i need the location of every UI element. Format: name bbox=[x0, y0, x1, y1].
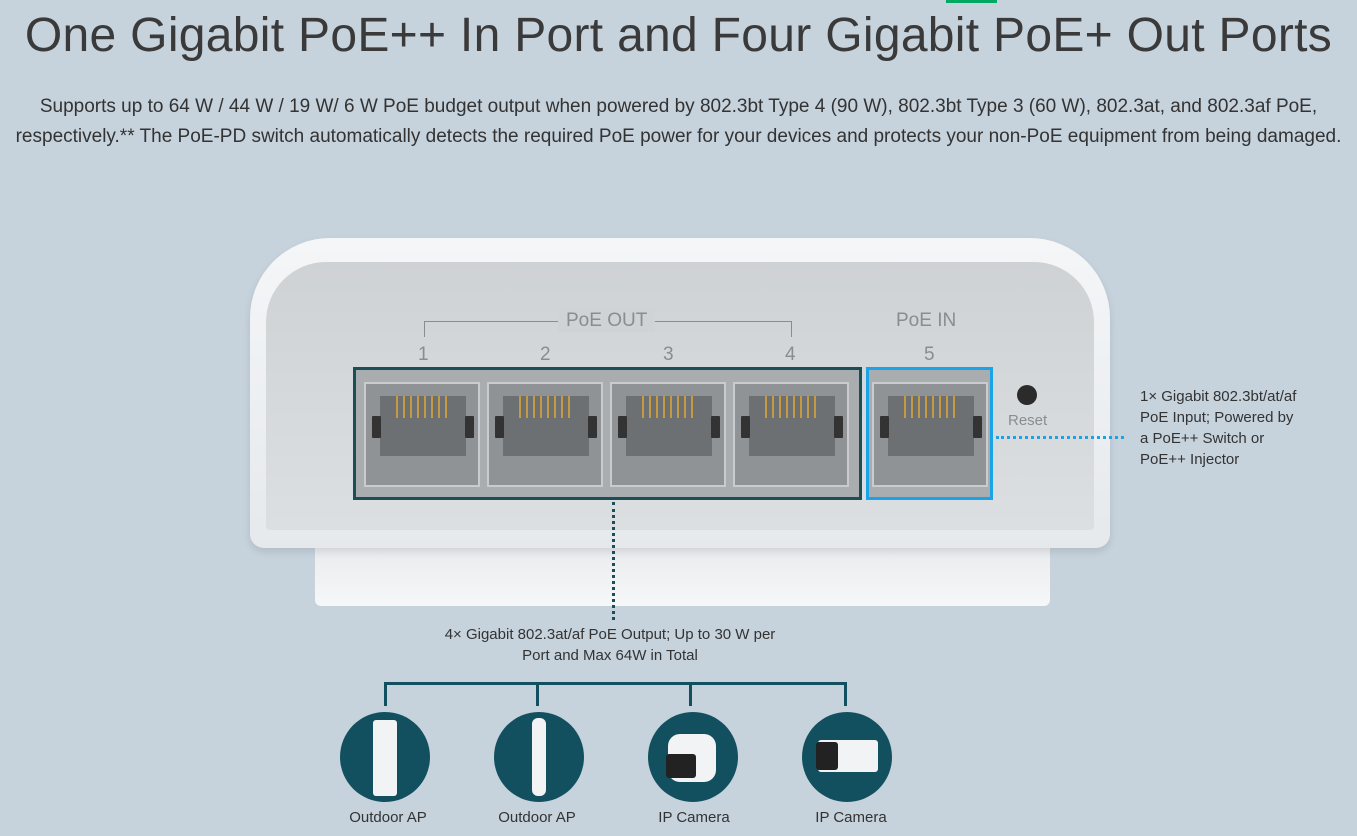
input-callout-line bbox=[996, 436, 1124, 439]
output-callout-line bbox=[612, 502, 615, 620]
tree-branch bbox=[844, 682, 847, 706]
ethernet-port bbox=[733, 382, 849, 487]
port-number: 1 bbox=[418, 344, 429, 365]
outdoor-ap-icon bbox=[340, 712, 430, 802]
outdoor-ap-antenna-icon bbox=[494, 712, 584, 802]
port-number: 4 bbox=[785, 344, 796, 365]
device-label: Outdoor AP bbox=[349, 809, 427, 826]
poe-in-label: PoE IN bbox=[896, 310, 957, 331]
device-label: IP Camera bbox=[815, 809, 887, 826]
active-tab-indicator bbox=[946, 0, 997, 3]
ethernet-port bbox=[872, 382, 988, 487]
poe-out-label: PoE OUT bbox=[558, 310, 656, 332]
ethernet-port bbox=[610, 382, 726, 487]
input-callout: 1× Gigabit 802.3bt/at/af PoE Input; Powe… bbox=[1140, 388, 1297, 468]
tree-branch bbox=[384, 682, 387, 706]
description: Supports up to 64 W / 44 W / 19 W/ 6 W P… bbox=[15, 96, 1342, 147]
tree-branch bbox=[689, 682, 692, 706]
poe-in-port-highlight bbox=[866, 367, 993, 500]
page-title: One Gigabit PoE++ In Port and Four Gigab… bbox=[24, 9, 1333, 62]
tree-branch bbox=[536, 682, 539, 706]
ethernet-port bbox=[364, 382, 480, 487]
device-tree-line bbox=[384, 682, 847, 685]
bullet-camera-icon bbox=[802, 712, 892, 802]
device-label: Outdoor AP bbox=[498, 809, 576, 826]
port-number: 2 bbox=[540, 344, 551, 365]
reset-button-icon bbox=[1017, 385, 1037, 405]
port-number: 5 bbox=[924, 344, 935, 365]
poe-out-ports-highlight bbox=[353, 367, 862, 500]
reset-label: Reset bbox=[1008, 412, 1048, 429]
ethernet-port bbox=[487, 382, 603, 487]
device-label: IP Camera bbox=[658, 809, 730, 826]
switch-base bbox=[315, 540, 1050, 606]
port-number: 3 bbox=[663, 344, 674, 365]
output-callout: 4× Gigabit 802.3at/af PoE Output; Up to … bbox=[444, 626, 776, 664]
ptz-camera-icon bbox=[648, 712, 738, 802]
